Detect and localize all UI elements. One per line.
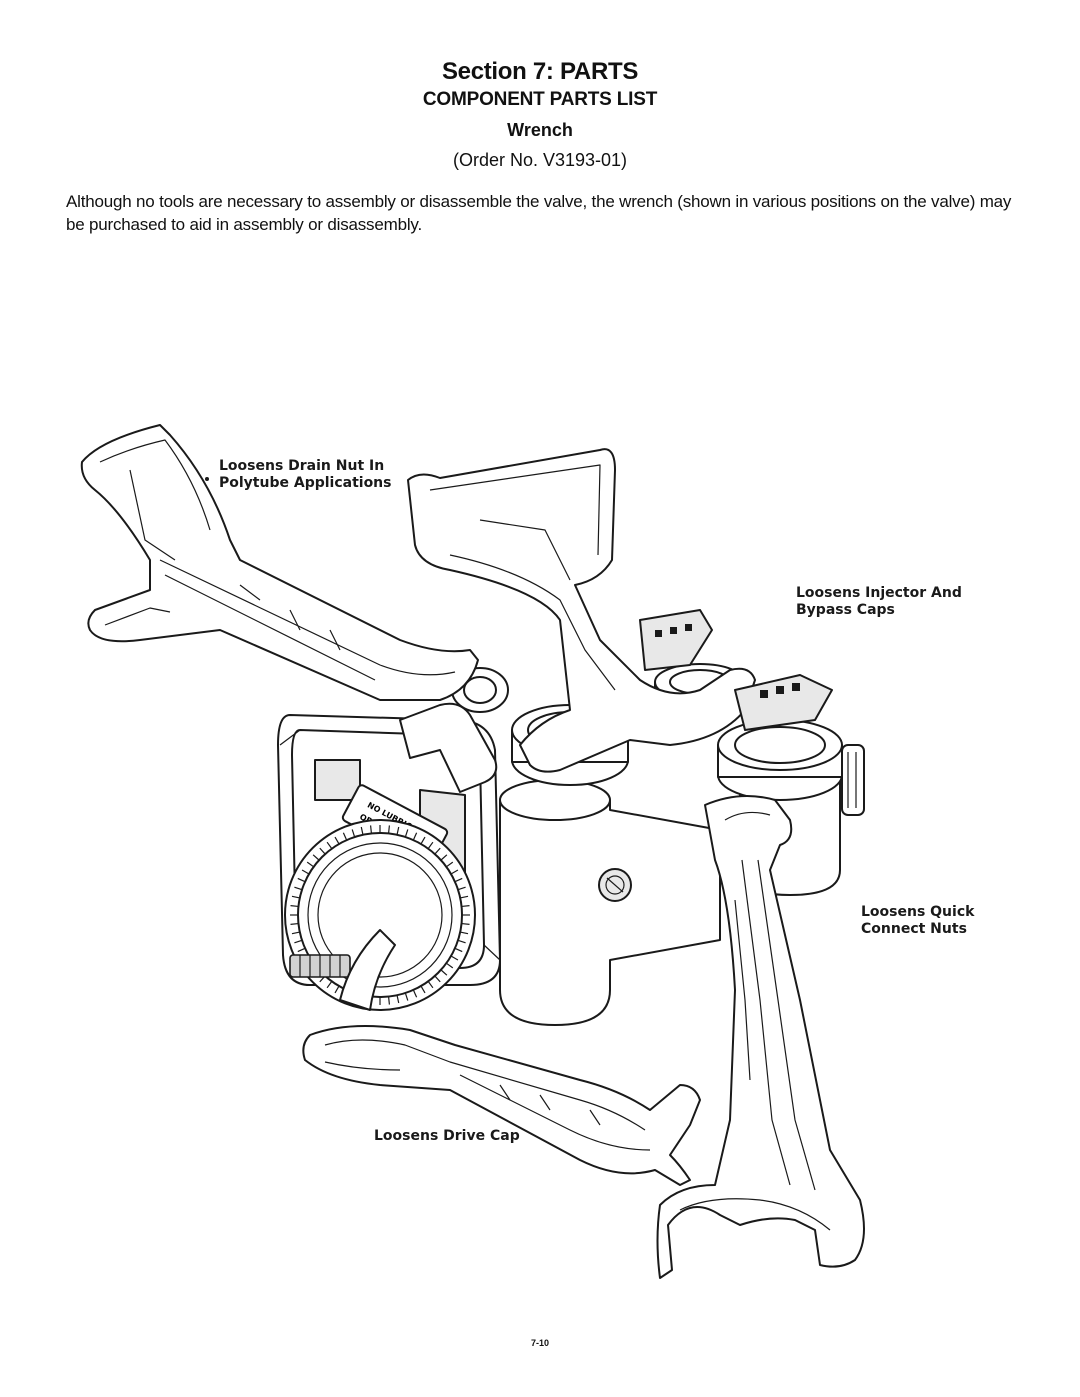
gear-tooth [396,826,400,835]
gear-tooth [457,939,466,944]
gear-tooth [334,836,340,845]
gear-tooth [454,947,463,953]
wrench-valve-illustration: NO LUBRICANT OR CLEAR SEAL [80,424,865,1279]
page-number: 7-10 [530,1338,549,1348]
gear-tooth [342,832,348,841]
gear-tooth [434,847,441,855]
gear-tooth [412,832,418,841]
gear-tooth [404,992,409,1001]
gear-tooth [334,985,340,994]
gear-tooth [445,861,454,868]
gear-tooth [326,980,333,989]
gear-tooth [434,975,441,983]
gear-tooth [461,922,470,926]
gear-tooth [306,861,315,868]
gear-tooth [427,980,434,989]
wrench-quick-connect [656,795,865,1279]
gear-tooth [460,931,469,935]
gear-tooth [360,826,364,835]
gear-tooth [396,995,400,1004]
callout-injector-caps: Loosens Injector And Bypass Caps [796,585,962,619]
section-title: Section 7: PARTS [441,58,639,85]
callout-drain-nut: Loosens Drain Nut In Polytube Applicatio… [219,458,391,492]
order-number: (Order No. V3193-01) [452,150,628,170]
gear-tooth [420,985,426,994]
gear-tooth [454,877,463,883]
gear-tooth [294,939,303,944]
wrench-drain-nut [80,424,479,701]
gear-tooth [427,841,434,850]
gear-tooth [404,829,409,838]
gear-tooth [297,947,306,953]
gear-tooth [450,955,459,961]
gear-tooth [440,969,448,976]
component-parts-list-heading: COMPONENT PARTS LIST [422,89,658,110]
gear-tooth [297,877,306,883]
callout-injector-caps-line1: Loosens Injector And [796,585,962,601]
gear-tooth [445,962,454,969]
callout-quick-connect-line1: Loosens Quick [861,904,975,920]
gear-tooth [457,886,466,891]
callout-quick-connect-line2: Connect Nuts [861,921,967,937]
gear-tooth [290,904,299,908]
callout-drain-nut-line1: Loosens Drain Nut In [219,458,385,474]
callout-drain-nut-line2: Polytube Applications [219,475,392,491]
gear-tooth [319,847,326,855]
gear-tooth [369,825,373,834]
gear-tooth [460,895,469,899]
gear-tooth [387,996,391,1005]
gear-tooth [461,904,470,908]
callout-quick-connect: Loosens Quick Connect Nuts [861,904,974,938]
callout-drive-cap: Loosens Drive Cap [374,1128,520,1145]
gear-tooth [312,854,320,861]
gear-tooth [440,854,448,861]
gear-tooth [294,886,303,891]
callout-injector-caps-line2: Bypass Caps [796,602,895,618]
wrench-drive-cap [302,929,701,1186]
callout-drive-cap-line1: Loosens Drive Cap [374,1128,520,1144]
intro-paragraph: Although no tools are necessary to assem… [66,192,1012,234]
gear-tooth [301,869,310,875]
gear-tooth [326,841,333,850]
gear-tooth [420,836,426,845]
gear-tooth [290,922,299,926]
part-name: Wrench [507,120,573,140]
gear-tooth [291,895,300,899]
gear-tooth [450,869,459,875]
drive-gear [284,819,476,1011]
gear-tooth [291,931,300,935]
gear-tooth [387,825,391,834]
wrench-injector-caps [407,448,833,773]
gear-tooth [351,829,356,838]
gear-tooth [412,989,418,998]
